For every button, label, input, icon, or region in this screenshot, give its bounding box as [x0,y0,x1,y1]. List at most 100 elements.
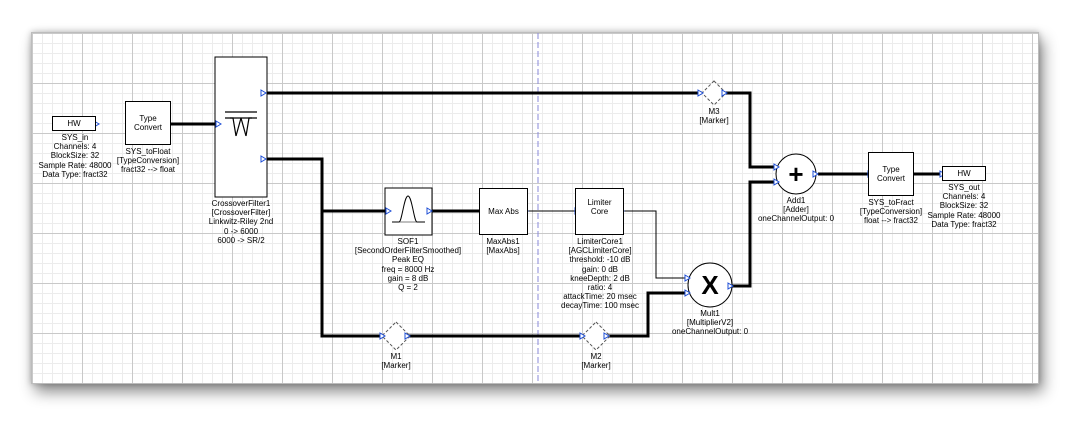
maxabs-type: [MaxAbs] [486,246,520,256]
maxabs-block[interactable]: Max Abs [479,188,528,235]
mult-param: oneChannelOutput: 0 [671,327,749,337]
m3-type: [Marker] [699,116,729,126]
m2-name: M2 [590,352,602,361]
hw-out-blocksize: BlockSize: 32 [939,201,989,211]
to-float-box-line2: Convert [133,123,162,132]
hw-out-channels: Channels: 4 [942,192,986,202]
limiter-threshold: threshold: -10 dB [569,255,631,265]
to-float-info: SYS_toFloat [TypeConversion] fract32 -->… [117,147,179,175]
crossover-name: CrossoverFilter1 [211,199,271,208]
add-type: [Adder] [783,205,809,215]
to-float-type: [TypeConversion] [116,156,180,166]
hw-out-datatype: Data Type: fract32 [931,219,997,229]
to-float-name: SYS_toFloat [125,147,171,156]
m1-info: M1 [Marker] [381,352,410,370]
add-param: oneChannelOutput: 0 [757,214,835,224]
pin-m3-out [721,89,728,97]
pin-sof-out [426,207,433,215]
to-fract-block[interactable]: Type Convert [868,152,914,196]
hw-in-block[interactable]: HW [52,116,96,131]
hw-out-info: SYS_out Channels: 4 BlockSize: 32 Sample… [928,183,1001,229]
limiter-type: [AGCLimiterCore] [568,246,632,256]
hw-in-datatype: Data Type: fract32 [42,169,108,179]
mult-name: Mult1 [700,309,720,318]
m1-name: M1 [390,352,402,361]
sof-gain: gain = 8 dB [387,273,429,283]
maxabs-name: MaxAbs1 [486,237,520,246]
pin-mult-in2 [684,289,691,297]
wire-mult-add[interactable] [732,180,778,288]
maxabs-box-label: Max Abs [488,207,519,216]
m2-info: M2 [Marker] [581,352,610,370]
pin-add-in2 [773,178,780,186]
marker-m3[interactable] [701,80,727,106]
crossover-filter-icon [225,111,257,137]
limiter-name: LimiterCore1 [577,237,623,246]
pin-m2-in [579,332,586,340]
to-float-block[interactable]: Type Convert [125,101,171,145]
sof-q: Q = 2 [398,283,418,293]
sof-name: SOF1 [397,237,419,246]
sof-mode: Peak EQ [391,255,424,265]
crossover-filter-block[interactable] [214,56,268,198]
diagram-canvas[interactable] [31,32,1039,384]
pin-add-out [812,170,819,178]
wire-limiter-mult[interactable] [624,210,688,279]
hw-in-samplerate: Sample Rate: 48000 [38,160,112,170]
hw-out-block[interactable]: HW [942,166,986,181]
sof-type: [SecondOrderFilterSmoothed] [354,246,462,256]
mult-info: Mult1 [MultiplierV2] oneChannelOutput: 0 [672,309,748,337]
pin-add-in1 [773,163,780,171]
m2-type: [Marker] [581,361,611,371]
to-fract-info: SYS_toFract [TypeConversion] float --> f… [860,198,922,226]
hw-in-name: SYS_in [61,133,89,142]
limiter-box-line2: Core [590,207,609,216]
to-fract-name: SYS_toFract [868,198,914,207]
hw-in-info: SYS_in Channels: 4 BlockSize: 32 Sample … [39,133,112,179]
peak-eq-icon [392,195,425,223]
to-fract-type: [TypeConversion] [859,207,923,217]
sof-info: SOF1 [SecondOrderFilterSmoothed] Peak EQ… [355,237,461,292]
limiter-decay: decayTime: 100 msec [561,301,639,311]
pin-crossover-out-low [260,155,267,163]
adder-symbol: + [788,159,804,189]
limiter-gain: gain: 0 dB [581,264,619,274]
limiter-knee: kneeDepth: 2 dB [570,273,630,283]
marker-m2[interactable] [581,321,611,351]
crossover-info: CrossoverFilter1 [CrossoverFilter] Linkw… [209,199,273,245]
wire-crossover-low[interactable] [267,157,384,338]
m3-name: M3 [708,107,720,116]
limiter-block[interactable]: Limiter Core [575,188,624,235]
to-float-box-line1: Type [139,114,157,123]
pin-crossover-out-high [260,89,267,97]
pin-m1-out [404,332,411,340]
wire-m3-add[interactable] [725,91,778,169]
marker-m1[interactable] [381,321,411,351]
pin-mult-in1 [684,274,691,282]
hw-out-name: SYS_out [948,183,980,192]
crossover-band-high: 6000 -> SR/2 [217,235,265,245]
hw-out-samplerate: Sample Rate: 48000 [927,210,1001,220]
hw-out-label: HW [957,169,971,178]
multiplier-symbol: X [701,270,719,300]
pin-m2-out [603,332,610,340]
wire-m2-mult[interactable] [608,291,688,338]
crossover-order: Linkwitz-Riley 2nd [208,217,274,227]
pin-sof-in [385,207,392,215]
to-float-conv: fract32 --> float [120,165,176,175]
add-info: Add1 [Adder] oneChannelOutput: 0 [758,196,834,224]
hw-in-label: HW [67,119,81,128]
crossover-band-low: 0 -> 6000 [223,226,259,236]
m1-type: [Marker] [381,361,411,371]
limiter-box-line1: Limiter [587,198,612,207]
sof-freq: freq = 8000 Hz [381,264,435,274]
limiter-info: LimiterCore1 [AGCLimiterCore] threshold:… [561,237,639,311]
pin-m1-in [379,332,386,340]
to-fract-box-line2: Convert [876,174,905,183]
limiter-attack: attackTime: 20 msec [563,292,637,302]
pin-crossover-in [215,120,222,128]
to-fract-box-line1: Type [882,165,900,174]
pin-m3-in [697,89,704,97]
sof-block[interactable] [384,187,433,236]
